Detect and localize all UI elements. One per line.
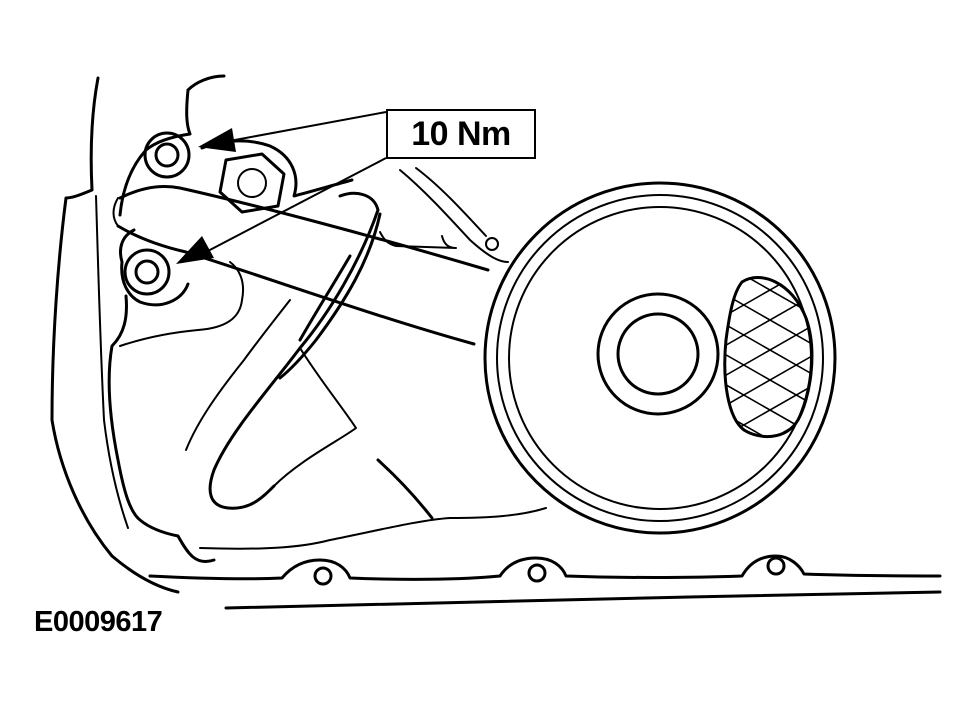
strainer-outer-ring: [483, 181, 837, 535]
upper-web-2: [415, 167, 487, 237]
diagonal-rib-left: [208, 191, 380, 510]
leader-line-lower: [205, 157, 387, 253]
strainer-ring-3: [508, 206, 812, 510]
torque-value: 10 Nm: [411, 114, 511, 153]
diagonal-rib-right: [278, 212, 382, 380]
figure-id: E0009617: [34, 606, 163, 638]
sump-line: [224, 590, 942, 610]
upper-housing-outline: [118, 74, 226, 217]
strainer-hub-outer: [596, 292, 720, 416]
bolt-lower: [123, 248, 171, 296]
cover-left-ledge: [119, 261, 244, 347]
bolt-upper: [143, 131, 191, 179]
leader-line-upper: [223, 111, 387, 143]
diagonal-rib-inner: [273, 347, 357, 487]
rib-outer-left: [185, 299, 291, 451]
hex-nut: [218, 152, 286, 214]
flange-hole-3: [766, 556, 786, 576]
upper-web: [399, 169, 509, 263]
bolt-upper-head: [154, 142, 180, 168]
flange-hole-1: [313, 566, 333, 586]
cover-bottom-edge: [199, 507, 547, 550]
strainer-hub-inner: [616, 312, 700, 396]
rib-lower-right: [376, 458, 434, 520]
engine-block-outline: [50, 76, 180, 594]
arrowhead-lower: [176, 236, 214, 264]
center-web: [379, 231, 457, 249]
pickup-arm-lower-edge: [116, 224, 476, 346]
engine-block-inner-edge: [95, 195, 129, 529]
gasket-flange: [148, 554, 942, 581]
strainer-mesh-hatch: [724, 277, 812, 437]
flange-hole-2: [527, 563, 547, 583]
hex-nut-center: [237, 168, 267, 198]
arrowhead-upper: [198, 128, 236, 152]
strainer-ring-2: [496, 194, 824, 522]
pickup-arm-upper-edge: [118, 184, 490, 272]
pickup-arm-end: [112, 197, 119, 227]
torque-callout: 10 Nm: [386, 109, 536, 159]
pump-cover-body: [107, 294, 216, 563]
bolt-lower-head: [134, 259, 160, 285]
small-boss: [485, 237, 499, 251]
